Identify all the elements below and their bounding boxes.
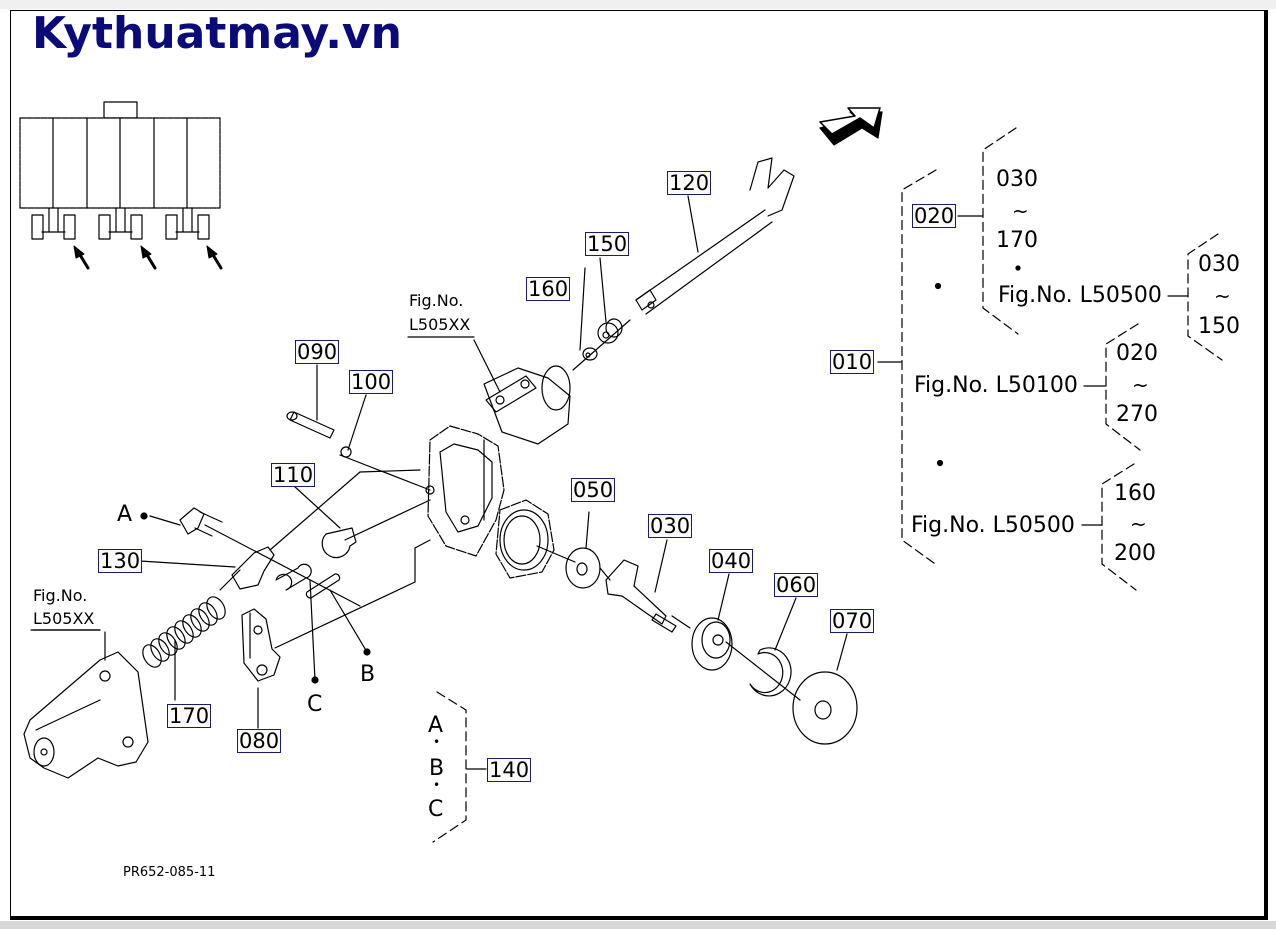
drawing-code: PR652-085-11 xyxy=(123,865,216,880)
callout-100[interactable]: 100 xyxy=(349,370,394,394)
tree-sub-from: 030 xyxy=(996,167,1038,192)
callout-040[interactable]: 040 xyxy=(709,549,754,573)
tree-sub-tilde: ~ xyxy=(1012,199,1029,223)
machine-overview-icon xyxy=(19,101,223,270)
callout-110[interactable]: 110 xyxy=(271,463,316,487)
cover-part xyxy=(23,651,149,779)
tree-fig-a-tilde: ~ xyxy=(1132,373,1149,397)
small-parts xyxy=(179,411,357,682)
assembly-tree-brackets xyxy=(432,127,1223,843)
fig-underlines xyxy=(30,336,475,631)
ref-point-c: C xyxy=(307,692,323,717)
ref-point-b: B xyxy=(360,662,376,687)
callout-010[interactable]: 010 xyxy=(830,350,875,374)
toolbar-strip xyxy=(0,0,1276,9)
tree-dots xyxy=(934,265,1021,467)
ref-point-a: A xyxy=(117,502,133,527)
assembly-tree-connectors xyxy=(466,215,1189,770)
callout-130[interactable]: 130 xyxy=(98,549,143,573)
callout-170[interactable]: 170 xyxy=(167,704,212,728)
tree-sub-fig-tilde: ~ xyxy=(1214,284,1231,308)
callout-050[interactable]: 050 xyxy=(571,478,616,502)
kit-item-a: A xyxy=(428,713,444,738)
tree-sub-fig-to: 150 xyxy=(1198,314,1240,339)
kit-dot-1: • xyxy=(433,735,441,749)
callout-140[interactable]: 140 xyxy=(487,758,532,782)
kit-item-c: C xyxy=(428,797,444,822)
fig-ref-lower-line1: Fig.No. xyxy=(33,586,88,605)
callout-090[interactable]: 090 xyxy=(295,340,340,364)
fig-ref-upper-line1: Fig.No. xyxy=(409,291,464,310)
reference-dots xyxy=(140,512,371,684)
tree-fig-a[interactable]: Fig.No. L50100 xyxy=(914,373,1078,398)
tree-sub-fig-from: 030 xyxy=(1198,252,1240,277)
front-direction-arrow-icon xyxy=(819,107,883,146)
tree-fig-b[interactable]: Fig.No. L50500 xyxy=(911,513,1075,538)
status-strip xyxy=(0,921,1276,929)
fig-ref-lower-line2[interactable]: L505XX xyxy=(33,609,95,628)
nut-part xyxy=(572,318,631,371)
shaft-assembly-part xyxy=(565,547,858,745)
kit-item-b: B xyxy=(429,756,445,781)
callout-150[interactable]: 150 xyxy=(585,232,630,256)
tree-sub-fig[interactable]: Fig.No. L50500 xyxy=(998,283,1162,308)
callout-120[interactable]: 120 xyxy=(667,171,712,195)
tree-fig-a-to: 270 xyxy=(1116,402,1158,427)
tree-fig-b-from: 160 xyxy=(1114,481,1156,506)
fig-ref-upper-line2[interactable]: L505XX xyxy=(409,315,471,334)
tree-fig-b-tilde: ~ xyxy=(1130,512,1147,536)
tree-fig-b-to: 200 xyxy=(1114,541,1156,566)
callout-070[interactable]: 070 xyxy=(830,609,875,633)
brand-watermark: Kythuatmay.vn xyxy=(32,8,402,59)
callout-020[interactable]: 020 xyxy=(912,204,957,228)
callout-160[interactable]: 160 xyxy=(526,277,571,301)
callout-060[interactable]: 060 xyxy=(774,573,819,597)
kit-dot-2: • xyxy=(433,778,441,792)
callout-030[interactable]: 030 xyxy=(648,514,693,538)
gear-housing-part xyxy=(425,365,571,579)
spring-part xyxy=(142,596,226,668)
tree-sub-to: 170 xyxy=(996,228,1038,253)
callout-080[interactable]: 080 xyxy=(237,729,282,753)
tree-fig-a-from: 020 xyxy=(1116,341,1158,366)
shifter-rod-part xyxy=(635,157,795,315)
leader-lines xyxy=(32,195,848,729)
